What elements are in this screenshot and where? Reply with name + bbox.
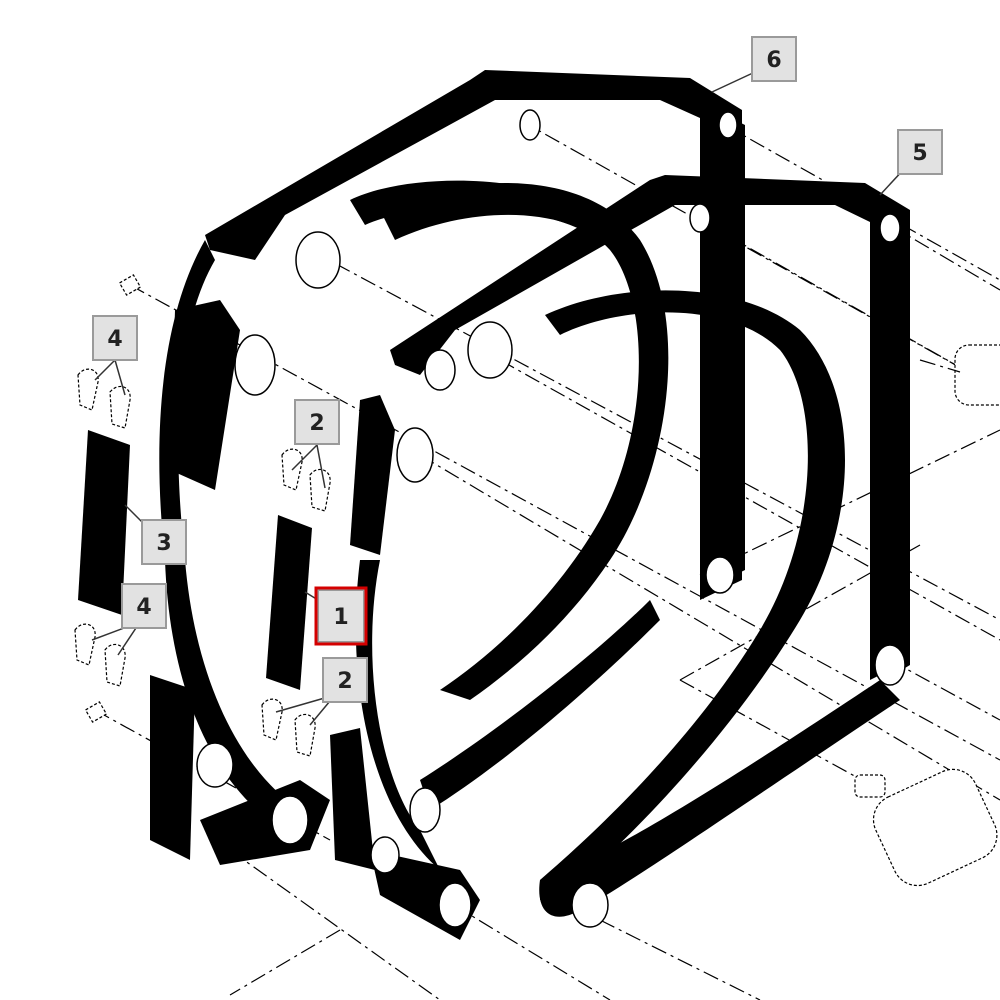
callout-5[interactable]: 5 xyxy=(897,129,943,175)
plate-part-3 xyxy=(78,430,130,615)
callout-2-upper-label: 2 xyxy=(309,411,324,436)
motor-ghost-upper xyxy=(919,344,1000,406)
callout-1-label: 1 xyxy=(333,605,348,630)
clips-part-2-lower xyxy=(261,698,316,757)
screws xyxy=(84,274,142,723)
clamp-ring-left xyxy=(150,180,600,865)
callout-4-lower[interactable]: 4 xyxy=(121,583,167,629)
clips-part-4-upper xyxy=(77,368,131,429)
callout-5-label: 5 xyxy=(912,141,927,166)
motor-ghost-lower xyxy=(854,768,998,887)
callout-3[interactable]: 3 xyxy=(141,519,187,565)
callout-1[interactable]: 1 xyxy=(314,586,368,646)
callout-3-label: 3 xyxy=(156,531,171,556)
callout-2-lower[interactable]: 2 xyxy=(322,657,368,703)
clips-part-4-lower xyxy=(74,623,126,687)
callout-2-lower-label: 2 xyxy=(337,669,352,694)
callout-4-upper-label: 4 xyxy=(107,327,122,352)
callout-6-label: 6 xyxy=(766,48,781,73)
callout-4-lower-label: 4 xyxy=(136,595,151,620)
callout-2-upper[interactable]: 2 xyxy=(294,399,340,445)
frame-part-5 xyxy=(330,175,910,940)
callout-4-upper[interactable]: 4 xyxy=(92,315,138,361)
plate-part-1 xyxy=(266,515,312,690)
callout-6[interactable]: 6 xyxy=(751,36,797,82)
frame-part-6 xyxy=(205,70,745,701)
selection-highlight xyxy=(314,586,368,646)
